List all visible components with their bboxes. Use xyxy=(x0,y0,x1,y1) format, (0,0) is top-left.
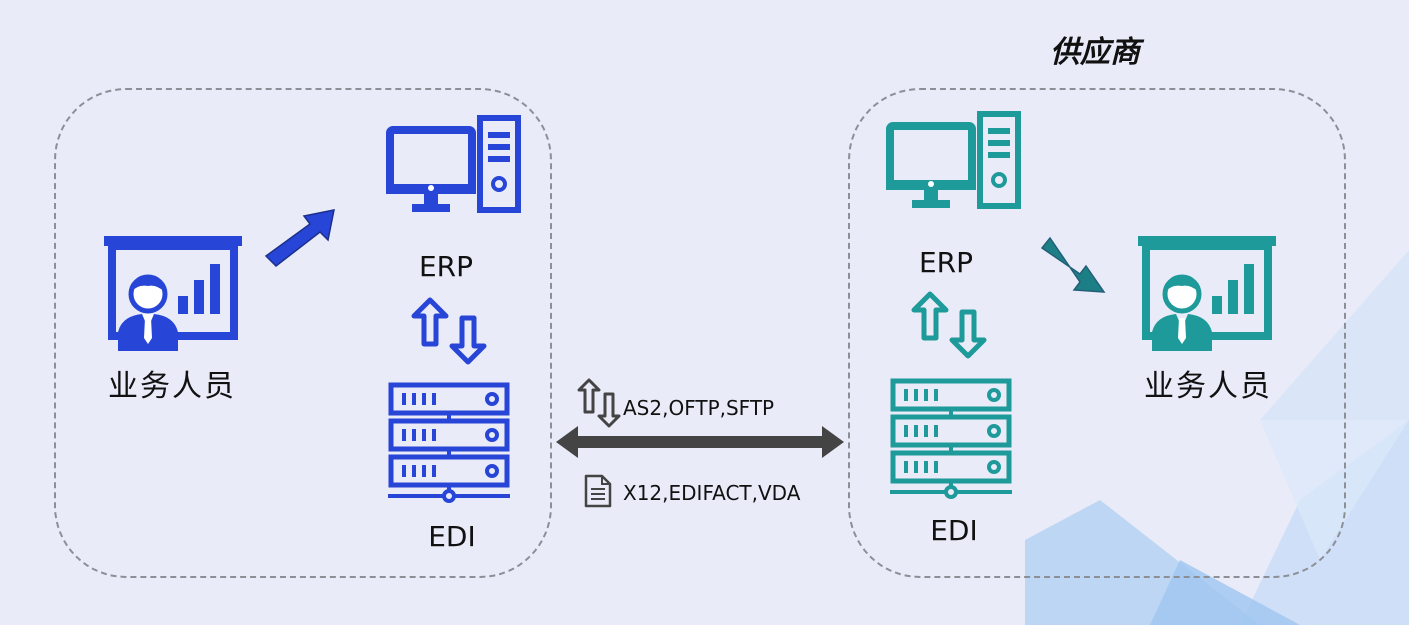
computer-icon xyxy=(886,111,1021,209)
computer-icon xyxy=(386,115,521,213)
document-icon xyxy=(584,474,612,508)
supplier-container xyxy=(848,88,1346,578)
server-icon xyxy=(890,378,1012,499)
presenter-icon xyxy=(104,236,242,351)
buyer-container xyxy=(54,88,552,578)
arrow-down-right-icon xyxy=(1040,236,1106,293)
right-person-label: 业务人员 xyxy=(1144,369,1272,404)
left-edi-label: EDI xyxy=(428,520,476,553)
server-icon xyxy=(388,382,510,503)
supplier-title: 供应商 xyxy=(1050,35,1140,70)
protocols-label: AS2,OFTP,SFTP xyxy=(623,396,775,420)
sync-arrows-icon xyxy=(411,297,487,365)
sync-arrows-icon xyxy=(911,291,987,359)
formats-label: X12,EDIFACT,VDA xyxy=(623,481,801,505)
bidirectional-arrow-icon xyxy=(556,426,844,458)
arrow-up-right-icon xyxy=(264,209,335,267)
presenter-icon xyxy=(1138,236,1276,351)
left-person-label: 业务人员 xyxy=(108,369,236,404)
right-edi-label: EDI xyxy=(930,514,978,547)
left-erp-label: ERP xyxy=(418,250,474,283)
sync-arrows-icon xyxy=(577,378,621,428)
right-erp-label: ERP xyxy=(918,246,974,279)
